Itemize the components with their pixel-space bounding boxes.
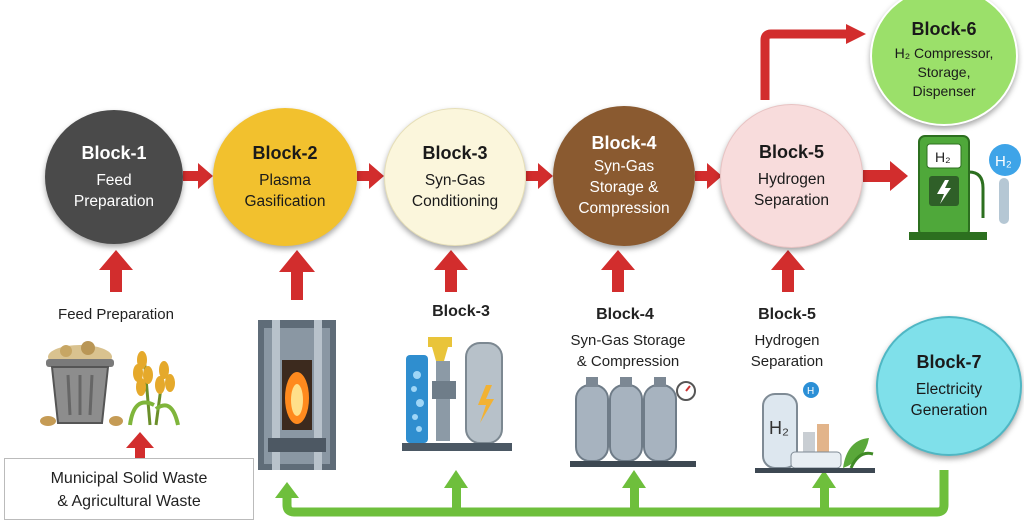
syngas-conditioner-icon <box>402 337 512 451</box>
waste-line-1: Municipal Solid Waste <box>50 470 208 487</box>
waste-icons <box>40 341 180 426</box>
block-6-circle: Block-6 H₂ Compressor, Storage, Dispense… <box>870 0 1018 126</box>
block-1-line-2: Preparation <box>73 192 155 210</box>
block-7-line-1: Electricity <box>915 380 983 398</box>
arrow-up-block4 <box>601 250 635 292</box>
h2-badge-label: H₂ <box>995 153 1012 170</box>
block-5-line-2: Separation <box>754 191 829 209</box>
h2-tank-label: H₂ <box>769 418 789 438</box>
wheat-icon <box>128 351 180 426</box>
block-3-line-1: Syn-Gas <box>424 171 486 189</box>
block-5-line-1: Hydrogen <box>757 170 826 188</box>
pump-h2-label: H₂ <box>935 149 951 165</box>
waste-line-2: & Agricultural Waste <box>57 493 201 510</box>
hydrogen-plant-icon: H₂ H <box>755 382 875 473</box>
block-4-caption-line-1: Syn-Gas Storage <box>570 332 686 349</box>
arrow-b2-b3 <box>357 163 384 189</box>
block-7-line-2: Generation <box>910 401 988 419</box>
block-2-circle: Block-2 Plasma Gasification <box>213 108 357 246</box>
gas-cylinders-icon <box>570 377 696 467</box>
block-2-line-1: Plasma <box>259 171 311 189</box>
block-4-line-2: Storage & <box>589 179 659 196</box>
arrow-b5-pump <box>863 161 908 191</box>
arrow-up-block5 <box>771 250 805 292</box>
block-3-caption: Block-3 <box>432 303 490 320</box>
block-4-line-1: Syn-Gas <box>593 158 655 175</box>
block-6-line-1: H₂ Compressor, <box>894 45 994 61</box>
block-3-line-2: Conditioning <box>411 192 499 210</box>
block-5-caption-line-1: Hydrogen <box>754 332 820 349</box>
feed-preparation-label: Feed Preparation <box>58 306 174 323</box>
block-4-title: Block-4 <box>591 133 657 153</box>
block-5-circle: Block-5 Hydrogen Separation <box>720 104 863 248</box>
block-1-title: Block-1 <box>81 142 147 163</box>
waste-input-box: Municipal Solid Waste & Agricultural Was… <box>4 458 254 520</box>
hydrogen-pump-icon: H₂ H₂ <box>909 135 1021 240</box>
block-4-line-3: Compression <box>578 200 670 217</box>
trash-bin-icon <box>40 341 123 426</box>
arrow-up-block3 <box>434 250 468 292</box>
block-1-circle: Block-1 Feed Preparation <box>45 110 183 244</box>
block-6-line-3: Dispenser <box>912 83 976 99</box>
block-6-title: Block-6 <box>911 19 977 39</box>
plasma-reactor-icon <box>258 320 336 470</box>
block-7-title: Block-7 <box>916 351 982 372</box>
arrow-b5-b6-line <box>760 29 848 100</box>
block-2-line-2: Gasification <box>244 192 326 210</box>
block-3-circle: Block-3 Syn-Gas Conditioning <box>384 108 526 246</box>
arrow-b1-b2 <box>183 163 213 189</box>
block-1-line-1: Feed <box>96 171 132 189</box>
block-6-line-2: Storage, <box>917 64 971 80</box>
block-2-title: Block-2 <box>252 142 318 163</box>
arrow-up-feed <box>99 250 133 292</box>
arrow-b3-b4 <box>526 163 553 189</box>
electricity-up-arrows <box>275 470 836 512</box>
arrow-up-waste <box>126 432 154 462</box>
block-5-caption-line-2: Separation <box>750 353 824 370</box>
block-5-title: Block-5 <box>758 141 825 162</box>
block-3-title: Block-3 <box>422 142 488 163</box>
block-connector-arrows <box>183 161 908 191</box>
arrow-b4-b5 <box>695 163 722 189</box>
block-4-caption-line-2: & Compression <box>576 353 680 370</box>
arrow-b5-b6-head <box>846 24 866 44</box>
block-5-caption: Block-5 <box>758 306 816 323</box>
block-4-caption: Block-4 <box>596 306 654 323</box>
electricity-return-line <box>282 470 949 517</box>
input-up-arrows <box>99 250 805 462</box>
arrow-up-plasma <box>279 250 315 300</box>
h-small-label: H <box>807 386 814 397</box>
block-7-circle: Block-7 Electricity Generation <box>876 316 1022 456</box>
block-4-circle: Block-4 Syn-Gas Storage & Compression <box>553 106 695 246</box>
